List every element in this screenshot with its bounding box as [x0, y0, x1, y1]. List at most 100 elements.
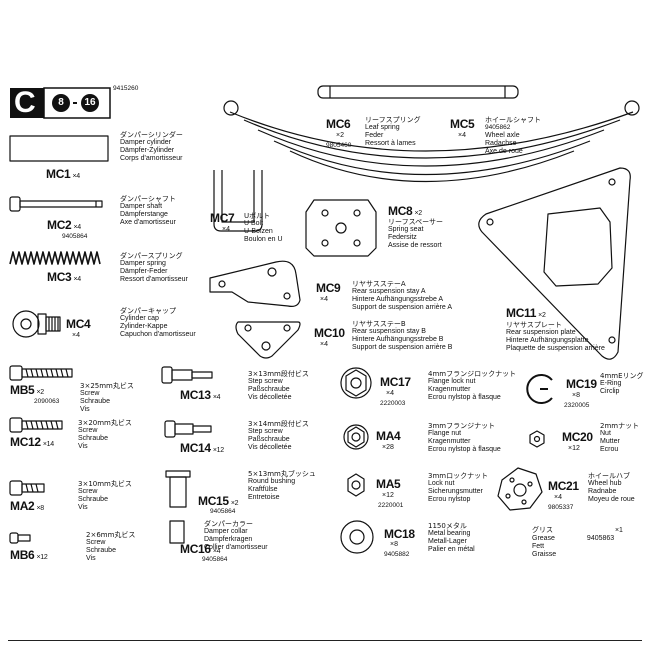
flange-nut-drawing — [343, 424, 369, 450]
part-code-mc1: MC1×4 — [46, 167, 80, 181]
part-qty-mc7: ×4 — [222, 226, 230, 233]
part-number-mc6: 9805460 — [326, 142, 352, 149]
nut-mc20-drawing — [529, 430, 545, 448]
part-qty-mc18: ×8 — [390, 541, 398, 548]
part-number-mc5: 9405862 — [485, 124, 511, 131]
part-number-mc19: 2320005 — [564, 402, 590, 409]
part-code-mc10: MC10 — [314, 326, 345, 340]
screw-ma2-drawing — [9, 480, 45, 496]
part-code-ma4: MA4 — [376, 429, 401, 443]
part-number-grease: 9405863 — [586, 535, 615, 542]
wheel-axle-drawing — [317, 85, 519, 99]
part-code-mc8: MC8×2 — [388, 204, 422, 218]
part-code-mc15: MC15×2 — [198, 494, 239, 508]
step-screw-mc14-drawing — [164, 420, 212, 438]
part-number-mc2: 9405864 — [62, 233, 88, 240]
round-bushing-drawing — [165, 470, 191, 508]
damper-shaft-drawing — [9, 196, 103, 212]
damper-collar-drawing — [169, 520, 185, 544]
part-code-mc21: MC21 — [548, 479, 579, 493]
screw-mb5-drawing — [9, 365, 73, 381]
damper-cylinder-drawing — [9, 135, 109, 162]
leaf-spring-drawing — [223, 100, 640, 183]
part-code-mc5: MC5 — [450, 117, 475, 131]
age-badge-left: 8 — [52, 94, 70, 112]
u-bolt-drawing — [213, 170, 263, 232]
part-number-mc21: 9805337 — [548, 504, 574, 511]
part-number-mc17: 2220003 — [380, 400, 406, 407]
part-qty-mc21: ×4 — [554, 494, 562, 501]
rear-suspension-plate-drawing — [478, 167, 631, 360]
part-number-ma5: 2220001 — [378, 502, 404, 509]
age-badge-right: 16 — [81, 94, 99, 112]
part-code-mc2: MC2×4 — [47, 218, 81, 232]
flange-lock-nut-drawing — [340, 367, 372, 399]
part-qty-ma4: ×28 — [382, 444, 394, 451]
part-code-mc6: MC6 — [326, 117, 351, 131]
bag-letter: C — [14, 86, 36, 119]
rear-suspension-stay-a-drawing — [209, 260, 301, 307]
part-qty-mc19: ×8 — [572, 392, 580, 399]
part-code-mc9: MC9 — [316, 281, 341, 295]
part-qty-mc10: ×4 — [320, 341, 328, 348]
spring-seat-drawing — [305, 199, 377, 257]
e-ring-drawing — [526, 374, 553, 404]
part-code-mc3: MC3×4 — [47, 270, 81, 284]
part-code-ma5: MA5 — [376, 477, 401, 491]
part-qty-ma5: ×12 — [382, 492, 394, 499]
part-qty-mc6: ×2 — [336, 132, 344, 139]
cylinder-cap-drawing — [12, 310, 61, 338]
part-qty-mc4: ×4 — [72, 332, 80, 339]
part-code-mc17: MC17 — [380, 375, 411, 389]
part-qty-mc5: ×4 — [458, 132, 466, 139]
bag-number: 9415260 — [113, 85, 139, 92]
part-code-mc20: MC20 — [562, 430, 593, 444]
step-screw-mc13-drawing — [161, 366, 213, 384]
badge-dash — [73, 102, 77, 104]
part-code-mb5: MB5×2 — [10, 383, 44, 397]
wheel-hub-drawing — [497, 467, 543, 511]
part-number-mb5: 2090063 — [34, 398, 60, 405]
part-number-mc18: 9405882 — [384, 551, 410, 558]
part-code-mc19: MC19 — [566, 377, 597, 391]
part-qty-mc20: ×12 — [568, 445, 580, 452]
part-code-mc16: MC16×4 — [180, 542, 221, 556]
bag-letter-box — [10, 87, 111, 119]
lock-nut-drawing — [347, 473, 365, 497]
part-code-mc7: MC7 — [210, 211, 235, 225]
damper-spring-drawing — [9, 251, 101, 265]
part-code-mc14: MC14×12 — [180, 441, 224, 455]
part-code-mc12: MC12×14 — [10, 435, 54, 449]
part-qty-mc9: ×4 — [320, 296, 328, 303]
screw-mc12-drawing — [9, 417, 63, 433]
part-number-mc16: 9405864 — [202, 556, 228, 563]
rear-suspension-stay-b-drawing — [235, 321, 301, 359]
part-code-mc11: MC11×2 — [506, 306, 546, 320]
